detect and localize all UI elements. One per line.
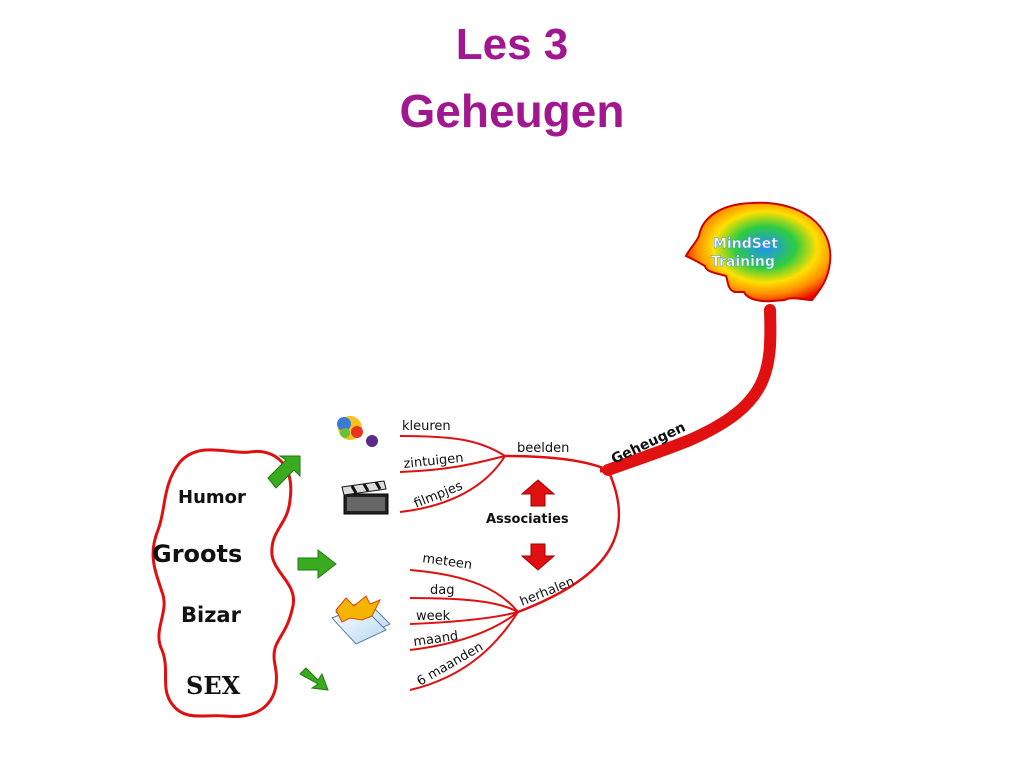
child-line-zintuigen bbox=[399, 455, 506, 473]
green-arrow-icon bbox=[297, 548, 337, 580]
clapperboard-icon bbox=[341, 480, 389, 515]
green-arrow-icon bbox=[267, 455, 301, 489]
root-branch bbox=[602, 304, 777, 476]
child-kleuren: kleuren bbox=[402, 419, 451, 434]
logo-text-line2: Training bbox=[711, 254, 775, 270]
child-line-maand bbox=[409, 611, 519, 651]
calendar-icon bbox=[331, 595, 391, 645]
arrow-down-icon bbox=[520, 543, 556, 571]
child-line-dag bbox=[409, 597, 519, 613]
slide-title-line1: Les 3 bbox=[455, 20, 569, 69]
center-associaties: Associaties bbox=[486, 512, 569, 527]
branch-herhalen-label: herhalen bbox=[518, 574, 577, 609]
logo-text-line1: MindSet bbox=[713, 236, 778, 252]
head-logo-icon: MindSet Training bbox=[684, 201, 832, 303]
branch-beelden-label: beelden bbox=[517, 441, 569, 456]
child-line-kleuren bbox=[399, 435, 506, 457]
word-bizar: Bizar bbox=[181, 603, 242, 627]
color-palette-icon bbox=[337, 416, 378, 447]
arrow-up-icon bbox=[520, 479, 556, 507]
word-groots: Groots bbox=[152, 540, 242, 568]
child-line-filmpjes bbox=[399, 455, 506, 513]
word-sex: SEX bbox=[186, 671, 241, 700]
child-line-week bbox=[409, 611, 519, 625]
child-maand: maand bbox=[412, 629, 459, 650]
slide-title-line2: Geheugen bbox=[399, 85, 625, 137]
branch-beelden-line bbox=[504, 454, 609, 472]
child-zintuigen: zintuigen bbox=[403, 451, 464, 472]
word-cloud-outline bbox=[151, 448, 296, 719]
child-dag: dag bbox=[430, 583, 454, 598]
child-week: week bbox=[416, 609, 451, 624]
child-line-6-maanden bbox=[409, 611, 519, 691]
child-meteen: meteen bbox=[421, 551, 473, 573]
child-filmpjes: filmpjes bbox=[412, 479, 465, 512]
green-arrow-icon bbox=[299, 667, 329, 691]
child-line-meteen bbox=[409, 569, 519, 613]
word-humor: Humor bbox=[178, 487, 246, 508]
branch-herhalen-line bbox=[517, 469, 621, 614]
